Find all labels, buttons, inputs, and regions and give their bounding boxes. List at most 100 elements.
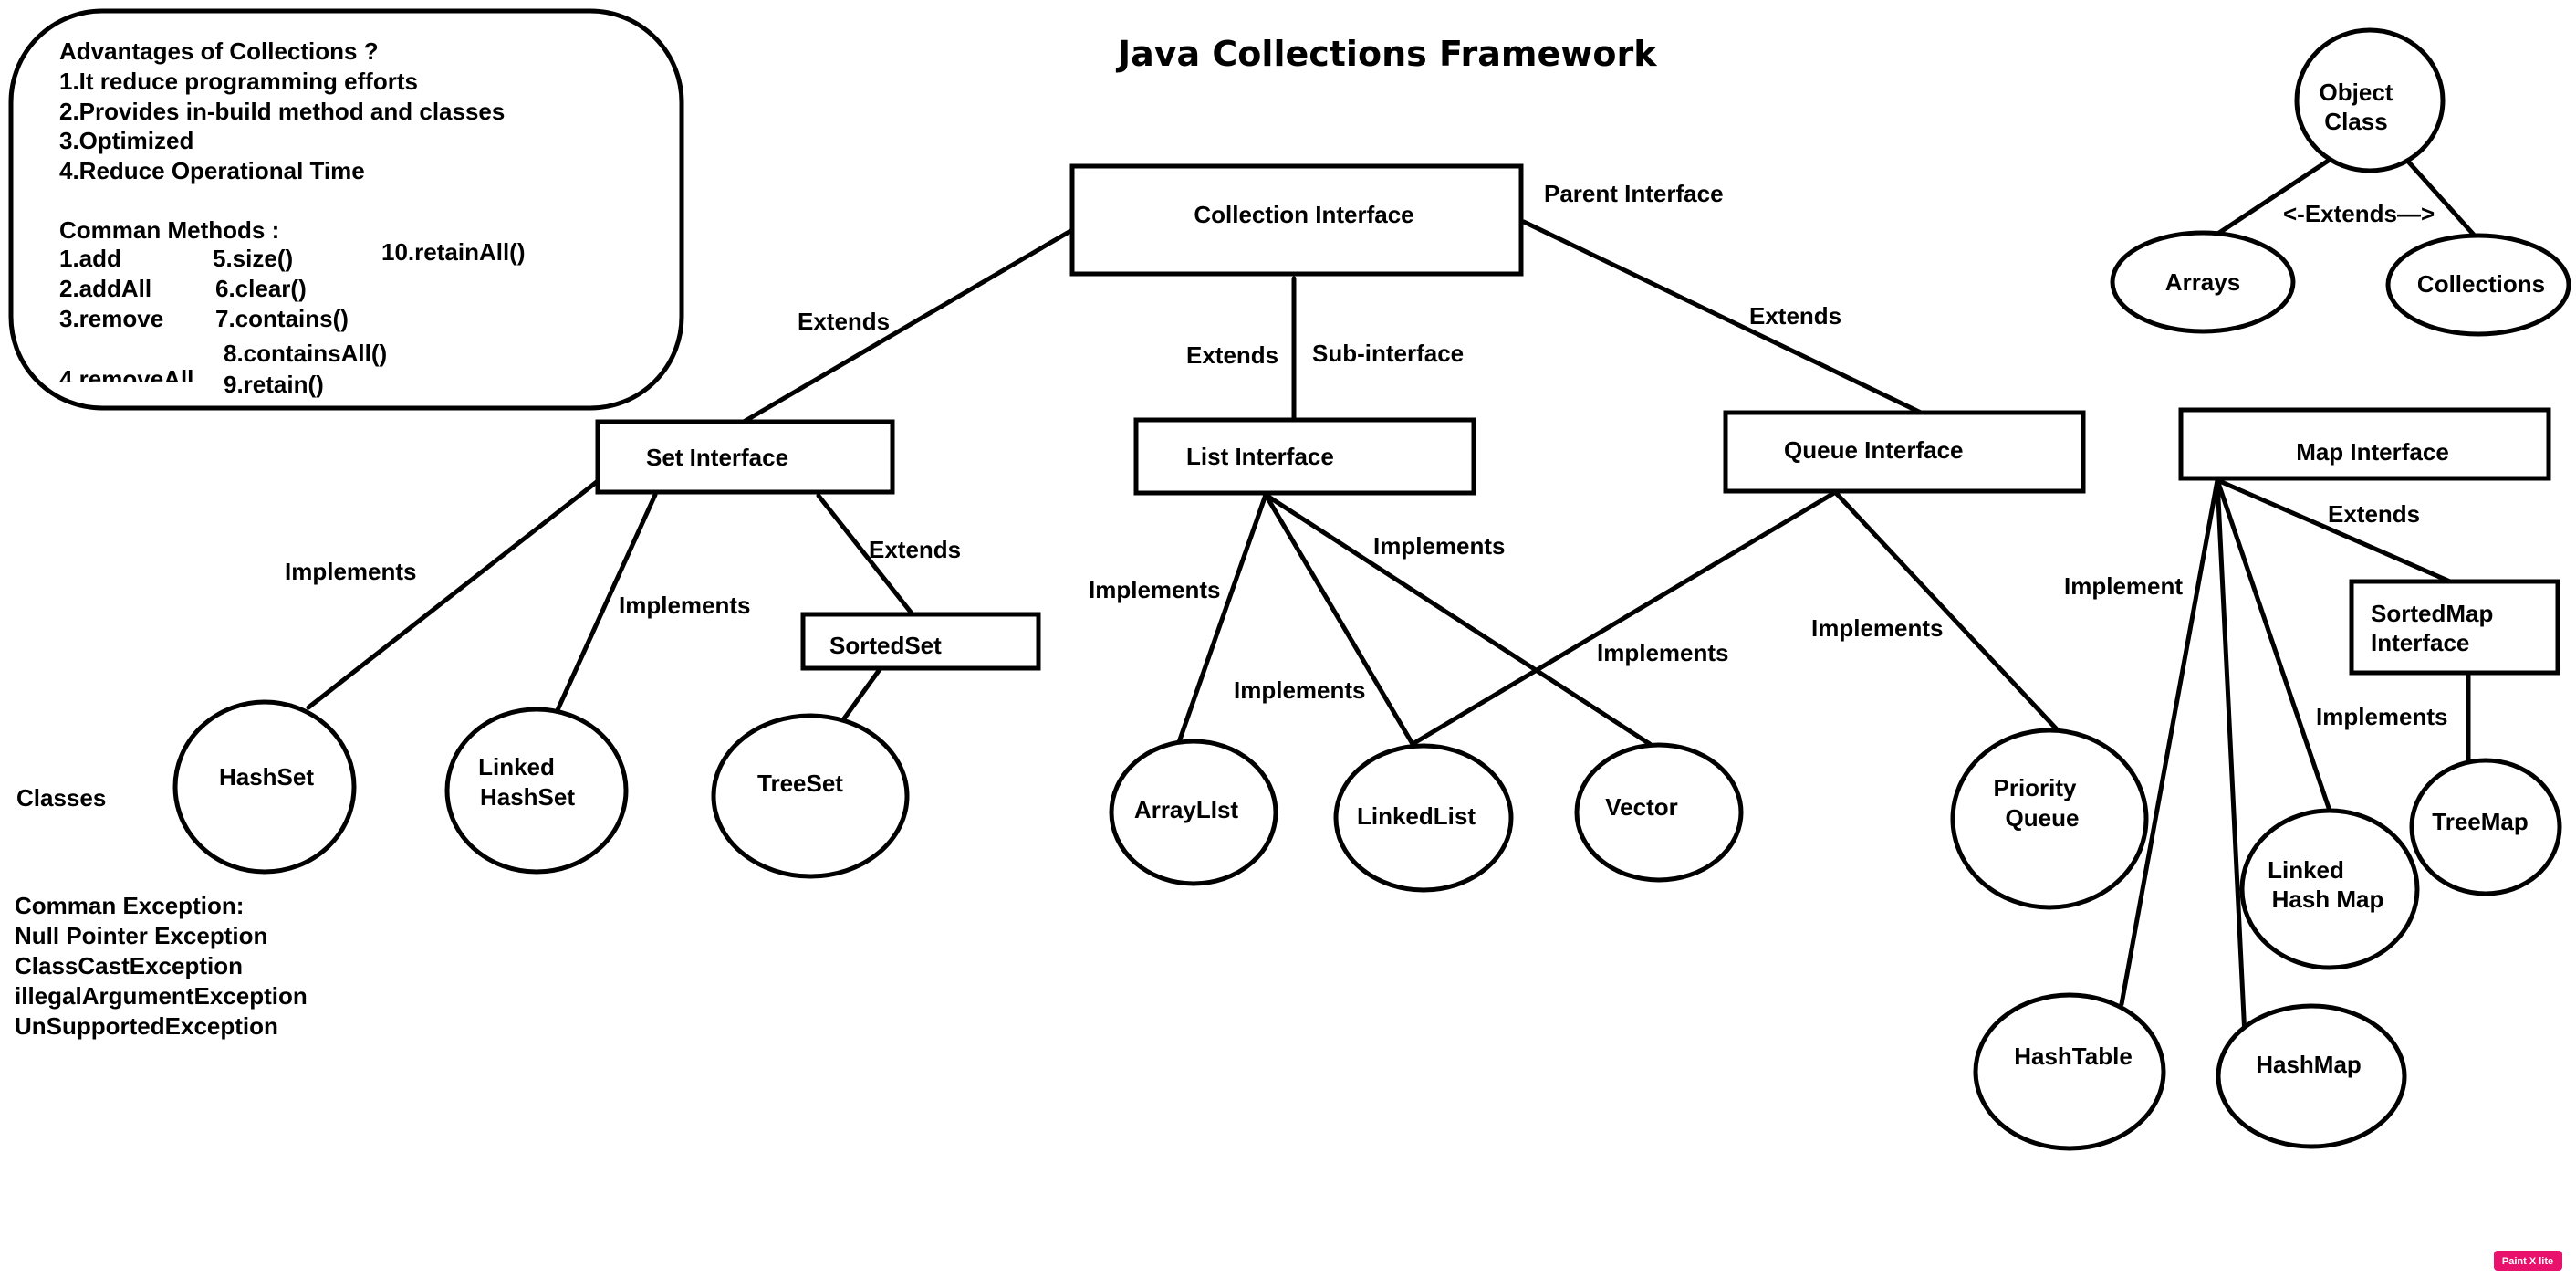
map-interface-box[interactable] <box>2178 407 2551 481</box>
object-class-node[interactable] <box>2294 27 2446 173</box>
method-item: 6.clear() <box>215 275 307 302</box>
method-item: 3.remove <box>59 305 163 332</box>
extends-list-label: Extends <box>1186 341 1278 369</box>
linkedhashmap-node[interactable] <box>2239 808 2420 970</box>
set-interface-box[interactable] <box>595 419 895 495</box>
edge-list-vector <box>1263 492 1653 747</box>
object-class-label-line2: Class <box>2324 108 2387 135</box>
linkedlist-label: LinkedList <box>1357 802 1476 830</box>
hashmap-node[interactable] <box>2216 1003 2407 1149</box>
object-extends-label: <-Extends—> <box>2283 200 2435 227</box>
edge-map-linkedhashmap <box>2215 477 2332 813</box>
app-badge-bg <box>2494 1251 2562 1271</box>
exception-item: illegalArgumentException <box>15 982 308 1010</box>
arrays-label: Arrays <box>2165 268 2240 296</box>
edge-collection-queue <box>1521 219 1924 415</box>
priorityqueue-label-line2: Queue <box>2006 804 2080 832</box>
exception-item: ClassCastException <box>15 952 243 979</box>
extends-set-label: Extends <box>798 308 890 335</box>
advantage-item: 3.Optimized <box>59 127 193 154</box>
priorityqueue-label-line1: Priority <box>1993 774 2077 801</box>
implements-treemap-label: Implements <box>2316 703 2448 730</box>
linkedhashmap-label-line2: Hash Map <box>2272 885 2384 913</box>
treemap-node[interactable] <box>2409 758 2562 896</box>
queue-interface-box[interactable] <box>1723 410 2086 494</box>
implements-linkedhashset-label: Implements <box>619 592 751 619</box>
sortedmap-interface-box[interactable] <box>2349 579 2560 676</box>
method-item: 5.size() <box>213 245 293 272</box>
hashset-label: HashSet <box>219 763 314 791</box>
treemap-label: TreeMap <box>2432 808 2529 835</box>
hashmap-label: HashMap <box>2256 1051 2362 1078</box>
edge-sortedset-treeset <box>840 665 883 724</box>
extends-sortedset-label: Extends <box>869 536 961 563</box>
hashtable-label: HashTable <box>2014 1042 2133 1070</box>
method-item: 2.addAll <box>59 275 151 302</box>
vector-node[interactable] <box>1574 742 1744 883</box>
set-interface-label: Set Interface <box>646 444 788 471</box>
object-class-label-line1: Object <box>2320 79 2393 106</box>
edge-set-linkedhashset <box>554 492 658 715</box>
advantages-box <box>8 8 684 411</box>
app-badge-label: Paint X lite <box>2502 1256 2553 1267</box>
method-item: 1.add <box>59 245 121 272</box>
edge-collection-set <box>741 227 1075 424</box>
collection-interface-box[interactable] <box>1069 163 1524 277</box>
implement-map-label: Implement <box>2064 572 2183 600</box>
sortedmap-label-line2: Interface <box>2371 629 2469 656</box>
linkedhashmap-label-line1: Linked <box>2268 856 2344 884</box>
priorityqueue-node[interactable] <box>1950 728 2149 910</box>
queue-interface-label: Queue Interface <box>1784 436 1964 464</box>
list-interface-box[interactable] <box>1133 417 1476 496</box>
implements-queue-linkedlist-label: Implements <box>1597 639 1729 666</box>
extends-queue-label: Extends <box>1749 302 1841 330</box>
arrays-node[interactable] <box>2110 230 2296 334</box>
advantage-item: 4.Reduce Operational Time <box>59 157 365 184</box>
implements-hashset-label: Implements <box>285 558 417 585</box>
collections-label: Collections <box>2417 270 2545 298</box>
edge-map-hashmap <box>2215 477 2247 1039</box>
collections-node[interactable] <box>2385 233 2571 337</box>
edge-map-sortedmap <box>2215 477 2453 584</box>
method-item: 8.containsAll() <box>224 340 387 367</box>
method-item: 10.retainAll() <box>381 238 526 266</box>
edge-object-collections <box>2406 160 2483 245</box>
method-item-clipped: 4.removeAll <box>59 365 193 393</box>
hashset-node[interactable] <box>172 699 357 875</box>
app-badge: Paint X lite <box>2494 1251 2562 1271</box>
extends-sortedmap-label: Extends <box>2328 500 2420 528</box>
sortedset-box[interactable] <box>800 612 1041 671</box>
edge-list-linkedlist <box>1263 492 1415 747</box>
diagram-title: Java Collections Framework <box>1115 34 1657 74</box>
advantages-heading: Advantages of Collections ? <box>59 37 379 65</box>
connectors <box>306 157 2483 1039</box>
linkedhashset-node[interactable] <box>444 707 629 875</box>
advantage-item: 2.Provides in-build method and classes <box>59 98 505 125</box>
list-interface-label: List Interface <box>1186 443 1334 470</box>
arraylist-node[interactable] <box>1109 739 1278 886</box>
exceptions-heading: Comman Exception: <box>15 892 244 919</box>
arraylist-label: ArrayLIst <box>1134 796 1238 823</box>
implements-linkedlist-label: Implements <box>1234 676 1366 704</box>
edge-queue-priorityqueue <box>1833 490 2060 733</box>
sortedset-label: SortedSet <box>829 632 942 659</box>
linkedhashset-label-line2: HashSet <box>480 783 575 811</box>
parent-interface-label: Parent Interface <box>1544 180 1724 207</box>
exception-item: Null Pointer Exception <box>15 922 267 949</box>
vector-label: Vector <box>1605 793 1678 821</box>
implements-arraylist-label: Implements <box>1089 576 1221 603</box>
advantage-item: 1.It reduce programming efforts <box>59 68 418 95</box>
hashtable-node[interactable] <box>1973 992 2166 1151</box>
edge-set-hashset <box>306 478 600 710</box>
method-item: 7.contains() <box>215 305 349 332</box>
edge-map-hashtable <box>2119 477 2220 1007</box>
advantages-panel: Advantages of Collections ? 1.It reduce … <box>8 8 684 411</box>
edge-object-arrays <box>2216 157 2332 236</box>
linkedlist-node[interactable] <box>1333 743 1514 893</box>
classes-label: Classes <box>16 784 106 812</box>
treeset-node[interactable] <box>711 713 910 879</box>
edge-list-arraylist <box>1176 492 1268 745</box>
map-interface-label: Map Interface <box>2296 438 2449 466</box>
collection-interface-label: Collection Interface <box>1194 201 1413 228</box>
